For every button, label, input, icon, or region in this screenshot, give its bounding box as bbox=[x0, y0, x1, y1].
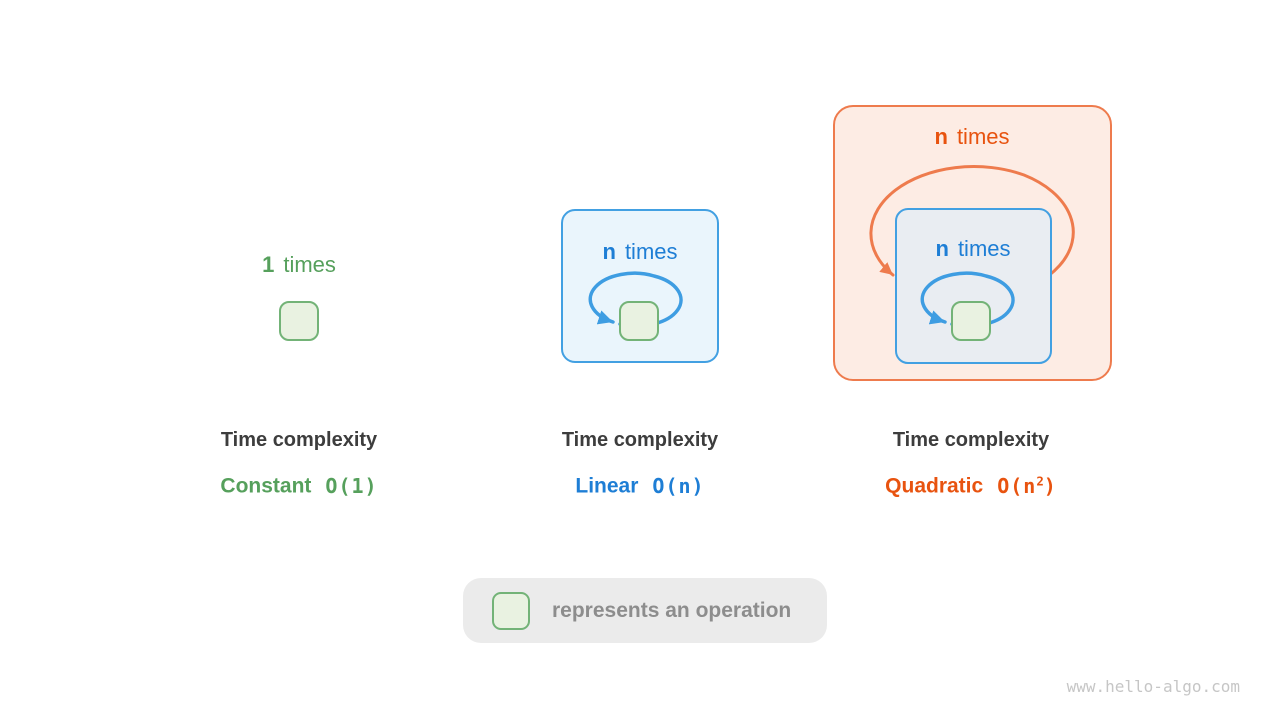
quadratic-caption: Time complexity Quadratic O(n2) bbox=[801, 429, 1141, 499]
operation-box bbox=[279, 301, 319, 341]
complexity-value: Constant O(1) bbox=[129, 473, 469, 499]
constant-loop-label: 1 times bbox=[189, 252, 409, 278]
operation-box-icon bbox=[492, 591, 530, 630]
complexity-name: Linear bbox=[575, 474, 639, 498]
complexity-name: Constant bbox=[220, 474, 312, 498]
notation-text: O(n) bbox=[652, 473, 705, 498]
complexity-name: Quadratic bbox=[885, 474, 984, 498]
legend-label: represents an operation bbox=[552, 598, 792, 622]
caption-title: Time complexity bbox=[892, 429, 1050, 451]
loop-count: 1 bbox=[262, 252, 275, 277]
loop-word: times bbox=[283, 252, 336, 277]
caption-title: Time complexity bbox=[220, 429, 378, 451]
loop-word: times bbox=[624, 239, 678, 264]
notation-exponent: 2 bbox=[1036, 473, 1044, 488]
operation-box bbox=[619, 301, 659, 341]
caption-title: Time complexity bbox=[561, 429, 719, 451]
operation-box bbox=[951, 301, 991, 341]
constant-caption: Time complexity Constant O(1) bbox=[129, 429, 469, 499]
loop-word: times bbox=[957, 236, 1011, 261]
notation-text: O(1) bbox=[325, 473, 378, 498]
linear-caption: Time complexity Linear O(n) bbox=[470, 429, 810, 499]
watermark: www.hello-algo.com bbox=[1066, 677, 1240, 696]
big-o-notation: O(n) bbox=[652, 474, 704, 498]
complexity-value: Quadratic O(n2) bbox=[801, 473, 1141, 499]
notation-close: ) bbox=[1043, 473, 1057, 498]
big-o-notation: O(1) bbox=[325, 474, 377, 498]
notation-text: O(n bbox=[997, 473, 1037, 498]
big-o-notation: O(n2) bbox=[997, 473, 1057, 498]
loop-count: n bbox=[934, 124, 948, 149]
loop-count: n bbox=[602, 239, 616, 264]
complexity-value: Linear O(n) bbox=[470, 473, 810, 499]
loop-word: times bbox=[956, 124, 1010, 149]
legend: represents an operation bbox=[463, 578, 827, 643]
loop-count: n bbox=[935, 236, 949, 261]
